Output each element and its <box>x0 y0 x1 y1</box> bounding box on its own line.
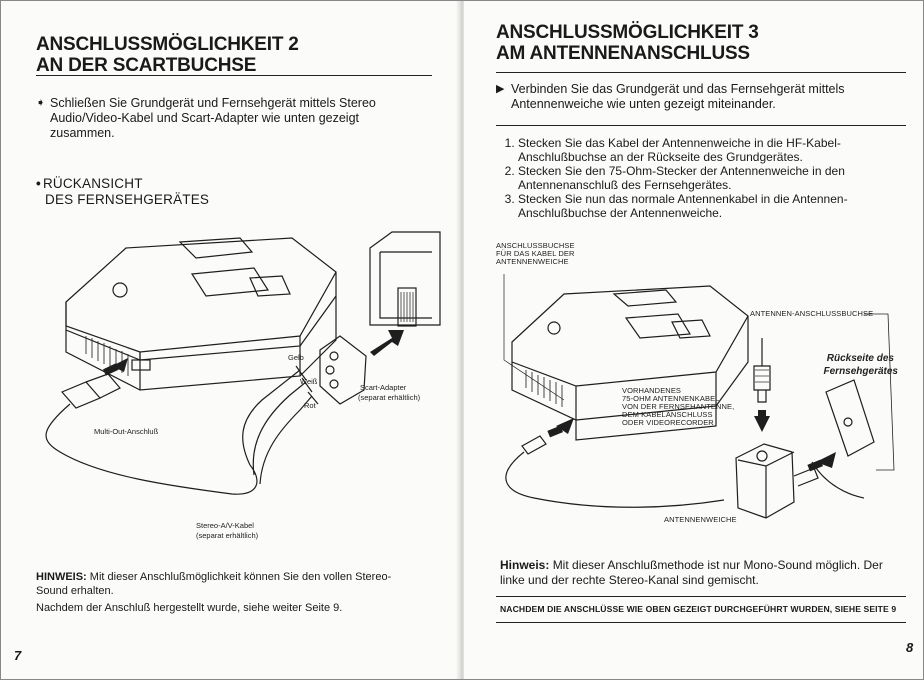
console-drawing-right <box>511 285 749 441</box>
label-buchse-line2: FÜR DAS KABEL DER <box>496 249 575 258</box>
footer-rule-top <box>496 596 906 597</box>
hinweis-left-text: Mit dieser Anschlußmöglichkeit können Si… <box>36 571 392 597</box>
tv-antenna-socket-drawing <box>811 313 895 499</box>
steps-list: Stecken Sie das Kabel der Antennenweiche… <box>500 136 918 220</box>
tv-back-panel-drawing <box>369 231 441 327</box>
subhead-line2: DES FERNSEHGERÄTES <box>45 192 210 207</box>
label-av-kabel: Stereo-A/V-Kabel <box>196 521 254 530</box>
page-title-right: ANSCHLUSSMÖGLICHKEIT 3 AM ANTENNENANSCHL… <box>496 22 896 64</box>
page-number-right: 8 <box>906 640 914 655</box>
label-rueckseite-line1: Rückseite des <box>826 353 894 364</box>
scart-adapter-drawing <box>319 330 404 405</box>
title-right-line2: AM ANTENNENANSCHLUSS <box>496 43 750 64</box>
label-kabel-line1: VORHANDENES <box>622 386 682 395</box>
vertical-antenna-cable-drawing <box>753 338 771 432</box>
label-buchse-line3: ANTENNENWEICHE <box>496 257 569 266</box>
title-left-line1: ANSCHLUSSMÖGLICHKEIT 2 <box>36 34 299 55</box>
hinweis-left-label: HINWEIS: <box>36 571 87 583</box>
title-rule-right <box>496 72 906 73</box>
label-kabel-line3: VON DER FERNSEHANTENNE, <box>622 402 735 411</box>
bullet-instruction-right: ▶ Verbinden Sie das Grundgerät und das F… <box>496 82 896 112</box>
footer-rule-bottom <box>496 622 906 623</box>
subhead-bullet-dot: • <box>36 176 41 191</box>
label-antennen-buchse: ANTENNEN-ANSCHLUSSBUCHSE <box>750 309 874 318</box>
label-buchse-line1: ANSCHLUSSBUCHSE <box>496 241 575 250</box>
title-left-line2: AN DER SCARTBUCHSE <box>36 55 257 76</box>
scart-connection-illustration <box>45 231 441 495</box>
label-rueckseite-line2: Fernsehgerätes <box>823 366 898 377</box>
label-kabel-line2: 75-OHM ANTENNENKABEL <box>622 394 720 403</box>
label-av-kabel-note: (separat erhältlich) <box>196 531 259 540</box>
label-kabel-line4: DEM KABELANSCHLUSS <box>622 410 713 419</box>
page-right: ANSCHLUSSMÖGLICHKEIT 3 AM ANTENNENANSCHL… <box>464 0 924 680</box>
hinweis-right-label: Hinweis: <box>500 558 550 572</box>
label-antennenweiche: ANTENNENWEICHE <box>664 515 737 524</box>
page-number-left: 7 <box>14 648 22 663</box>
bullet-text-left: Schließen Sie Grundgerät und Fernsehgerä… <box>50 96 376 140</box>
label-scart-adapter: Scart-Adapter <box>360 383 407 392</box>
hinweis-right-text: Mit dieser Anschlußmethode ist nur Mono-… <box>500 558 883 587</box>
steps-rule-top <box>496 125 906 126</box>
label-scart-adapter-note: (separat erhältlich) <box>358 393 421 402</box>
triangle-bullet-icon: ▶ <box>496 83 505 95</box>
label-gelb: Gelb <box>288 353 304 362</box>
arrow-bullet-icon: ➧ <box>36 97 46 109</box>
step-item-2: Stecken Sie den 75-Ohm-Stecker der Anten… <box>518 164 918 192</box>
title-rule-left <box>36 75 432 76</box>
after-connection-note-left: Nachdem der Anschluß hergestellt wurde, … <box>36 602 343 614</box>
bullet-instruction-left: ➧ Schließen Sie Grundgerät und Fernsehge… <box>36 96 416 141</box>
label-rot: Rot <box>304 401 316 410</box>
hinweis-left: HINWEIS: Mit dieser Anschlußmöglichkeit … <box>36 570 416 598</box>
step-item-3: Stecken Sie nun das normale Antennenkabe… <box>518 192 918 220</box>
label-weiss: Weiß <box>300 377 318 386</box>
multi-out-plug-drawing <box>45 358 258 495</box>
antenna-cable-drawing <box>505 418 725 508</box>
antenna-connection-illustration <box>503 274 895 519</box>
label-multi-out: Multi-Out-Anschluß <box>94 427 159 436</box>
antennenweiche-drawing <box>735 443 836 519</box>
title-right-line1: ANSCHLUSSMÖGLICHKEIT 3 <box>496 22 759 43</box>
footer-note-right: NACHDEM DIE ANSCHLÜSSE WIE OBEN GEZEIGT … <box>500 604 897 614</box>
hinweis-right: Hinweis: Mit dieser Anschlußmethode ist … <box>500 558 910 588</box>
page-title-left: ANSCHLUSSMÖGLICHKEIT 2 AN DER SCARTBUCHS… <box>36 34 436 76</box>
rca-cables-drawing <box>242 365 319 485</box>
page-left: ANSCHLUSSMÖGLICHKEIT 2 AN DER SCARTBUCHS… <box>0 0 460 680</box>
label-kabel-line5: ODER VIDEORECORDER <box>622 418 714 427</box>
subhead-rueckansicht: •RÜCKANSICHT DES FERNSEHGERÄTES <box>36 176 209 208</box>
step-item-1: Stecken Sie das Kabel der Antennenweiche… <box>518 136 918 164</box>
console-drawing <box>65 237 337 391</box>
subhead-line1: RÜCKANSICHT <box>42 176 143 191</box>
bullet-text-right: Verbinden Sie das Grundgerät und das Fer… <box>511 82 845 111</box>
